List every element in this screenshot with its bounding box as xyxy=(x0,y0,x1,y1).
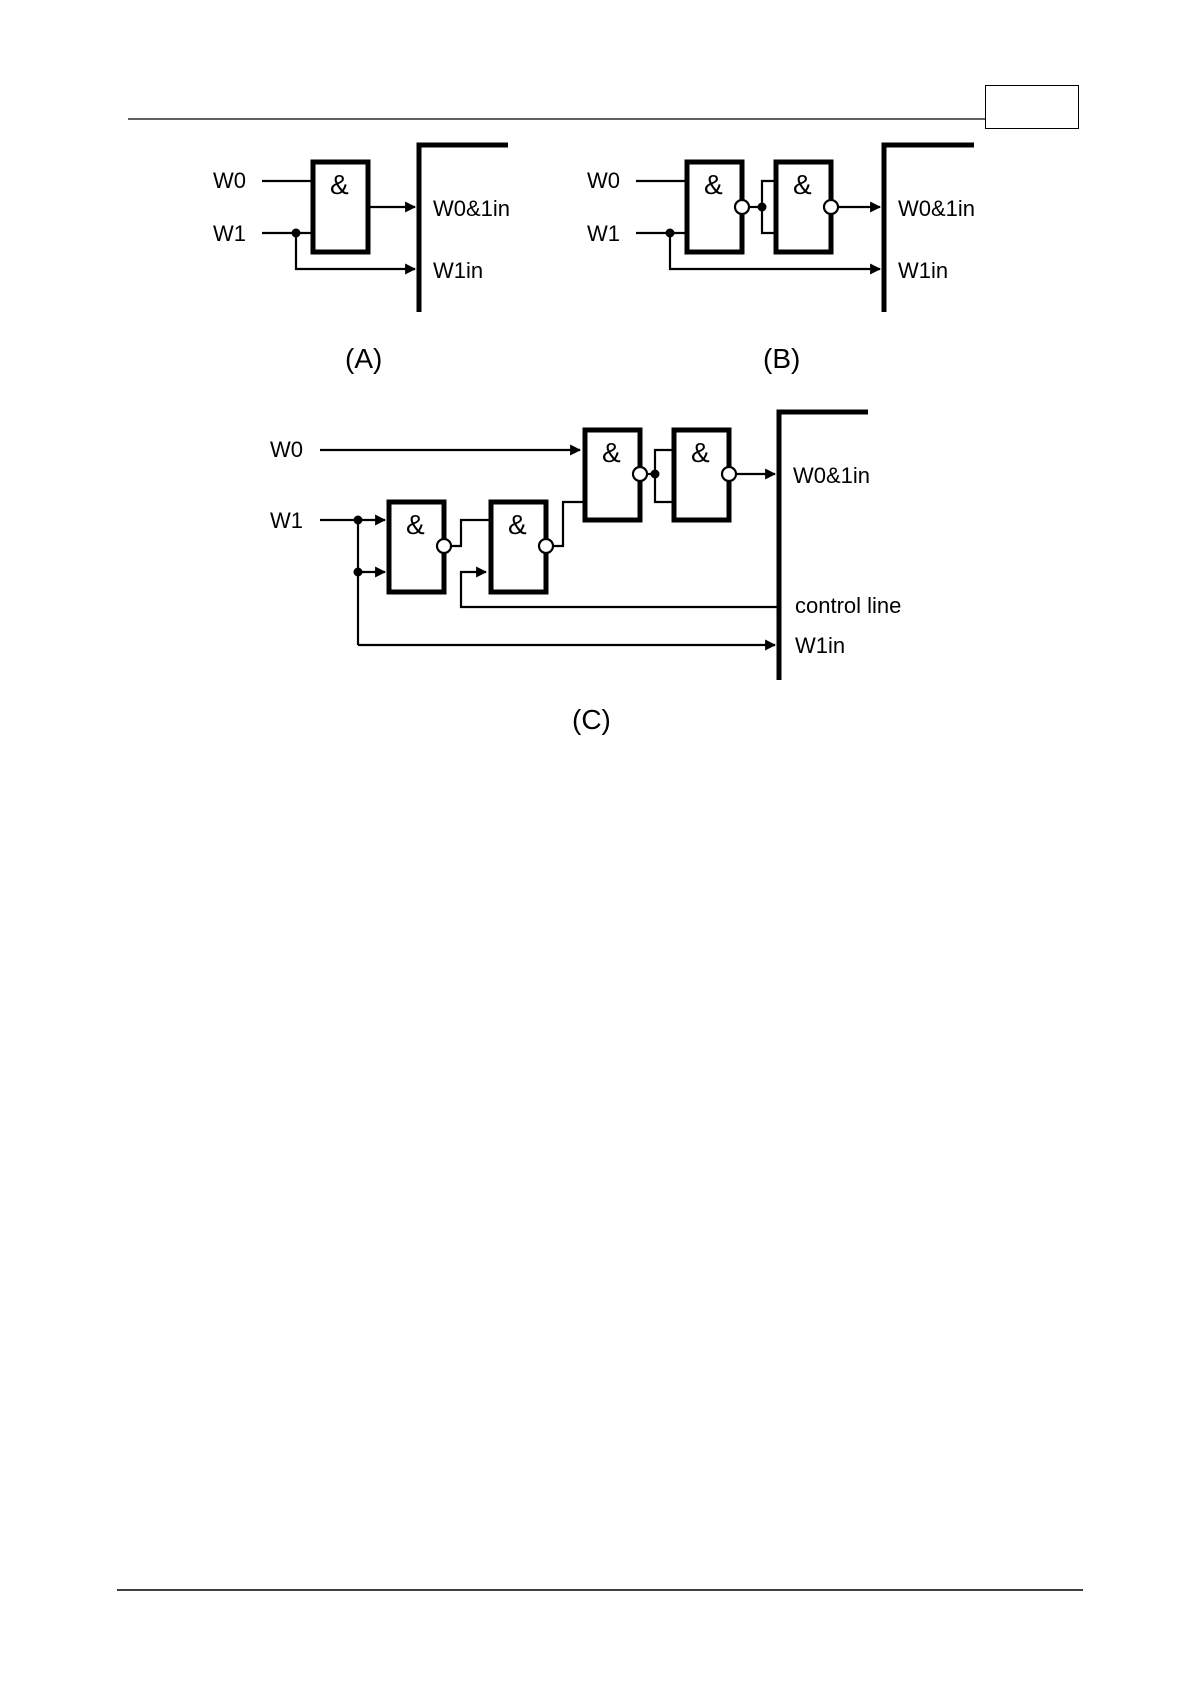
diagram-b-input-w1: W1 xyxy=(587,221,620,246)
diagram-c-output-w0and1in: W0&1in xyxy=(793,463,870,488)
diagram-a-output-w0and1in: W0&1in xyxy=(433,196,510,221)
diagram-b-input-w0: W0 xyxy=(587,168,620,193)
diagram-c-gate-2-symbol: & xyxy=(508,509,527,540)
diagram-a-input-w1: W1 xyxy=(213,221,246,246)
diagram-c-output-control-line: control line xyxy=(795,593,901,618)
diagram-a-caption: (A) xyxy=(345,343,382,374)
diagram-a: W0 W1 & W0&1in W1in (A) xyxy=(213,145,510,374)
diagram-b-caption: (B) xyxy=(763,343,800,374)
diagram-c-input-w0: W0 xyxy=(270,437,303,462)
diagram-c-inverter-bubble-1 xyxy=(437,539,451,553)
diagram-c-caption: (C) xyxy=(572,704,611,735)
diagram-b-inverter-bubble-2 xyxy=(824,200,838,214)
diagram-b-inverter-bubble-1 xyxy=(735,200,749,214)
diagram-c-inverter-bubble-4 xyxy=(722,467,736,481)
diagram-c-output-w1in: W1in xyxy=(795,633,845,658)
diagram-c-gate-4-symbol: & xyxy=(691,437,710,468)
diagram-b-gate-1-symbol: & xyxy=(704,169,723,200)
diagram-c-gate-3-symbol: & xyxy=(602,437,621,468)
diagram-a-bus xyxy=(419,145,508,312)
diagram-b-output-w0and1in: W0&1in xyxy=(898,196,975,221)
diagram-a-input-w0: W0 xyxy=(213,168,246,193)
diagram-c-inverter-bubble-2 xyxy=(539,539,553,553)
diagram-c: W0 W1 & & xyxy=(270,412,901,735)
diagram-a-gate-symbol: & xyxy=(330,169,349,200)
diagram-c-wire-g1-g2 xyxy=(451,520,490,546)
diagram-b-output-w1in: W1in xyxy=(898,258,948,283)
diagram-c-gate-1-symbol: & xyxy=(406,509,425,540)
diagram-c-wire-g2-g3 xyxy=(553,502,584,546)
diagram-a-output-w1in: W1in xyxy=(433,258,483,283)
diagram-b-bus xyxy=(884,145,974,312)
diagram-c-input-w1: W1 xyxy=(270,508,303,533)
diagram-c-inverter-bubble-3 xyxy=(633,467,647,481)
diagram-b: W0 W1 & & W0&1in W1in (B) xyxy=(587,145,975,374)
diagram-b-gate-2-symbol: & xyxy=(793,169,812,200)
